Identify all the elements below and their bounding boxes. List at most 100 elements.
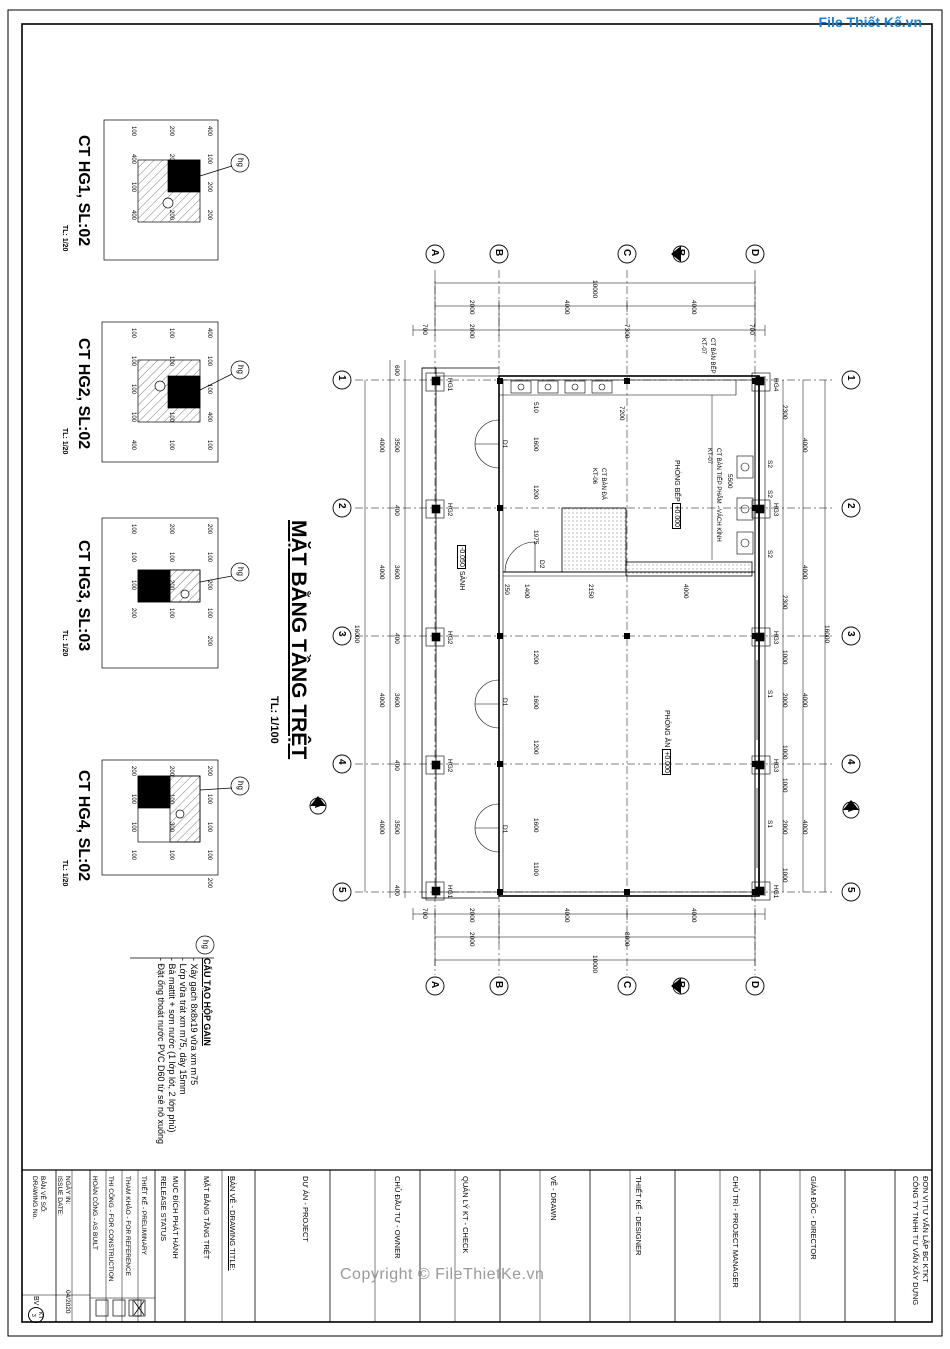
detail-title-text: CT HG1, SL:02 (75, 135, 92, 247)
column-tag: HG1 (446, 885, 453, 899)
kitchen-counter (510, 380, 613, 394)
dim-inner: 7200 (618, 406, 625, 421)
room-lobby: -0.050 SẢNH (457, 545, 466, 590)
detail-dim: 200 (168, 154, 174, 165)
drawing-title: MẶT BẰNG TẦNG TRỆT (202, 1176, 211, 1260)
legend-item: - Lớp vữa trát xm m75, dày 15mm (178, 958, 188, 1095)
column-tag: HG2 (446, 759, 453, 773)
dim-inner: 1600 (532, 818, 539, 833)
outer-border (7, 9, 943, 1337)
dim-right: 4000 (801, 565, 808, 580)
door-tag: D1 (501, 698, 508, 707)
release-label: MỤC ĐÍCH PHÁT HÀNH (171, 1176, 180, 1259)
door-tag: D1 (501, 825, 508, 834)
tb-owner: CHỦ ĐẦU TƯ - OWNER (393, 1176, 402, 1259)
detail-dim: 200 (130, 766, 136, 777)
dim-right: 1000 (781, 778, 788, 793)
company-name: CÔNG TY TNHH TƯ VẤN XÂY DỰNG (911, 1176, 920, 1306)
tb-director: GIÁM ĐỐC - DIRECTOR (809, 1176, 818, 1260)
detail-dim: 100 (130, 356, 136, 367)
gain-box-details (101, 119, 250, 959)
drawing-no-label-en: DRAWING No. (31, 1176, 38, 1220)
axis-label-3-left: 3 (336, 631, 347, 637)
dim-inner: 5500 (726, 474, 733, 489)
detail-dim: 100 (130, 580, 136, 591)
detail-dim: 100 (130, 822, 136, 833)
tb-check: QUẢN LÝ KT - CHECK (461, 1176, 470, 1253)
axis-label-4-right: 4 (845, 759, 856, 765)
pm-label: CHỦ TRÌ - PROJECT MANAGER (731, 1176, 740, 1288)
dim-left: 4000 (378, 693, 385, 708)
room-lobby-level: -0.050 (457, 545, 466, 569)
detail-dim: 100 (130, 412, 136, 423)
dim-right: 16000 (823, 625, 830, 644)
axis-label-b-bottom: B (493, 981, 504, 989)
legend-label-text: hg (201, 940, 210, 949)
dim-top: 700 (421, 324, 428, 335)
detail-title-hg4: CT HG4, SL:02 (74, 770, 92, 881)
dim-bottom: 700 (421, 908, 428, 919)
room-dining-level: +0.000 (662, 749, 671, 775)
designer-label: THIẾT KẾ - DESIGNER (634, 1176, 643, 1256)
legend-item: - Bả mattit + sơn nước (1 lớp lót, 2 lớp… (167, 958, 177, 1133)
detail-callout-label: hg (236, 781, 245, 790)
dim-inner: 2150 (587, 584, 594, 599)
detail-dim: 200 (168, 210, 174, 221)
dim-right: 2000 (781, 693, 788, 708)
column-tag: HG3 (772, 759, 779, 773)
drawing-no-label: BẢN VẼ SỐ: (39, 1176, 46, 1213)
axis-label-a-top: A (429, 249, 440, 257)
dim-right: 1000 (781, 650, 788, 665)
note-text: KT-07 (706, 448, 712, 465)
room-kitchen: PHÒNG BẾP +0.000 (672, 460, 681, 530)
note-text: CT BÀN TIẾP PHẨM - VÁCH KÍNH (715, 448, 721, 542)
status-item: THAM KHẢO - FOR REFERENCE (123, 1176, 131, 1277)
issue-date-value: 04/2020 (64, 1290, 71, 1314)
dim-inner: 250 (503, 584, 510, 595)
window-tag: S1 (766, 690, 773, 698)
dim-left: 400 (393, 885, 400, 896)
owner-label: CHỦ ĐẦU TƯ - OWNER (393, 1176, 402, 1259)
detail-dim: 100 (168, 794, 174, 805)
dim-top: 2000 (468, 300, 475, 315)
detail-dim: 100 (168, 850, 174, 861)
detail-dim: 100 (130, 126, 136, 137)
axis-label-4-left: 4 (336, 759, 347, 765)
note-kitchen-counter: CT BÀN BẾP KT-07 (698, 338, 716, 374)
detail-dim: 100 (168, 384, 174, 395)
dim-right: 2000 (781, 820, 788, 835)
plan-scale: TL: 1/100 (268, 696, 280, 744)
status-item: HOÀN CÔNG - AS BUILT (90, 1176, 98, 1250)
detail-dim: 100 (130, 552, 136, 563)
tb-consultant: ĐƠN VỊ TƯ VẤN LẬP BC KTKT CÔNG TY TNHH T… (910, 1176, 930, 1305)
dim-left: 400 (393, 760, 400, 771)
legend: CẤU TẠO HỘP GAIN - Xây gạch 8x8x19 vữa x… (155, 958, 212, 1144)
tb-drawing-no: BẢN VẼ SỐ: DRAWING No. (30, 1176, 46, 1219)
tb-project: DỰ ÁN - PROJECT (301, 1176, 310, 1242)
window-tag: S2 (766, 550, 773, 558)
detail-dim: 400 (206, 328, 212, 339)
detail-dim: 100 (206, 608, 212, 619)
detail-dim: 200 (130, 608, 136, 619)
detail-title-text: CT HG4, SL:02 (75, 770, 92, 882)
detail-dim: 200 (206, 766, 212, 777)
dim-left: 600 (393, 365, 400, 376)
dim-left: 16000 (353, 625, 360, 644)
detail-dim: 100 (130, 328, 136, 339)
dim-left: 4000 (378, 438, 385, 453)
consultant-label: ĐƠN VỊ TƯ VẤN LẬP BC KTKT (921, 1176, 930, 1283)
dim-bottom: 2000 (468, 908, 475, 923)
dim-bottom: 4000 (690, 908, 697, 923)
detail-dim: 100 (206, 356, 212, 367)
column-tag: HG1 (772, 885, 779, 899)
detail-dim: 100 (206, 384, 212, 395)
legend-item: - Xây gạch 8x8x19 vữa xm m75 (189, 958, 199, 1086)
column-tag: HG2 (446, 631, 453, 645)
axis-label-1-right: 1 (845, 375, 856, 381)
detail-dim: 100 (168, 412, 174, 423)
detail-dim: 200 (206, 580, 212, 591)
dim-left: 3500 (393, 820, 400, 835)
detail-dim: 100 (168, 608, 174, 619)
detail-dim: 100 (168, 328, 174, 339)
